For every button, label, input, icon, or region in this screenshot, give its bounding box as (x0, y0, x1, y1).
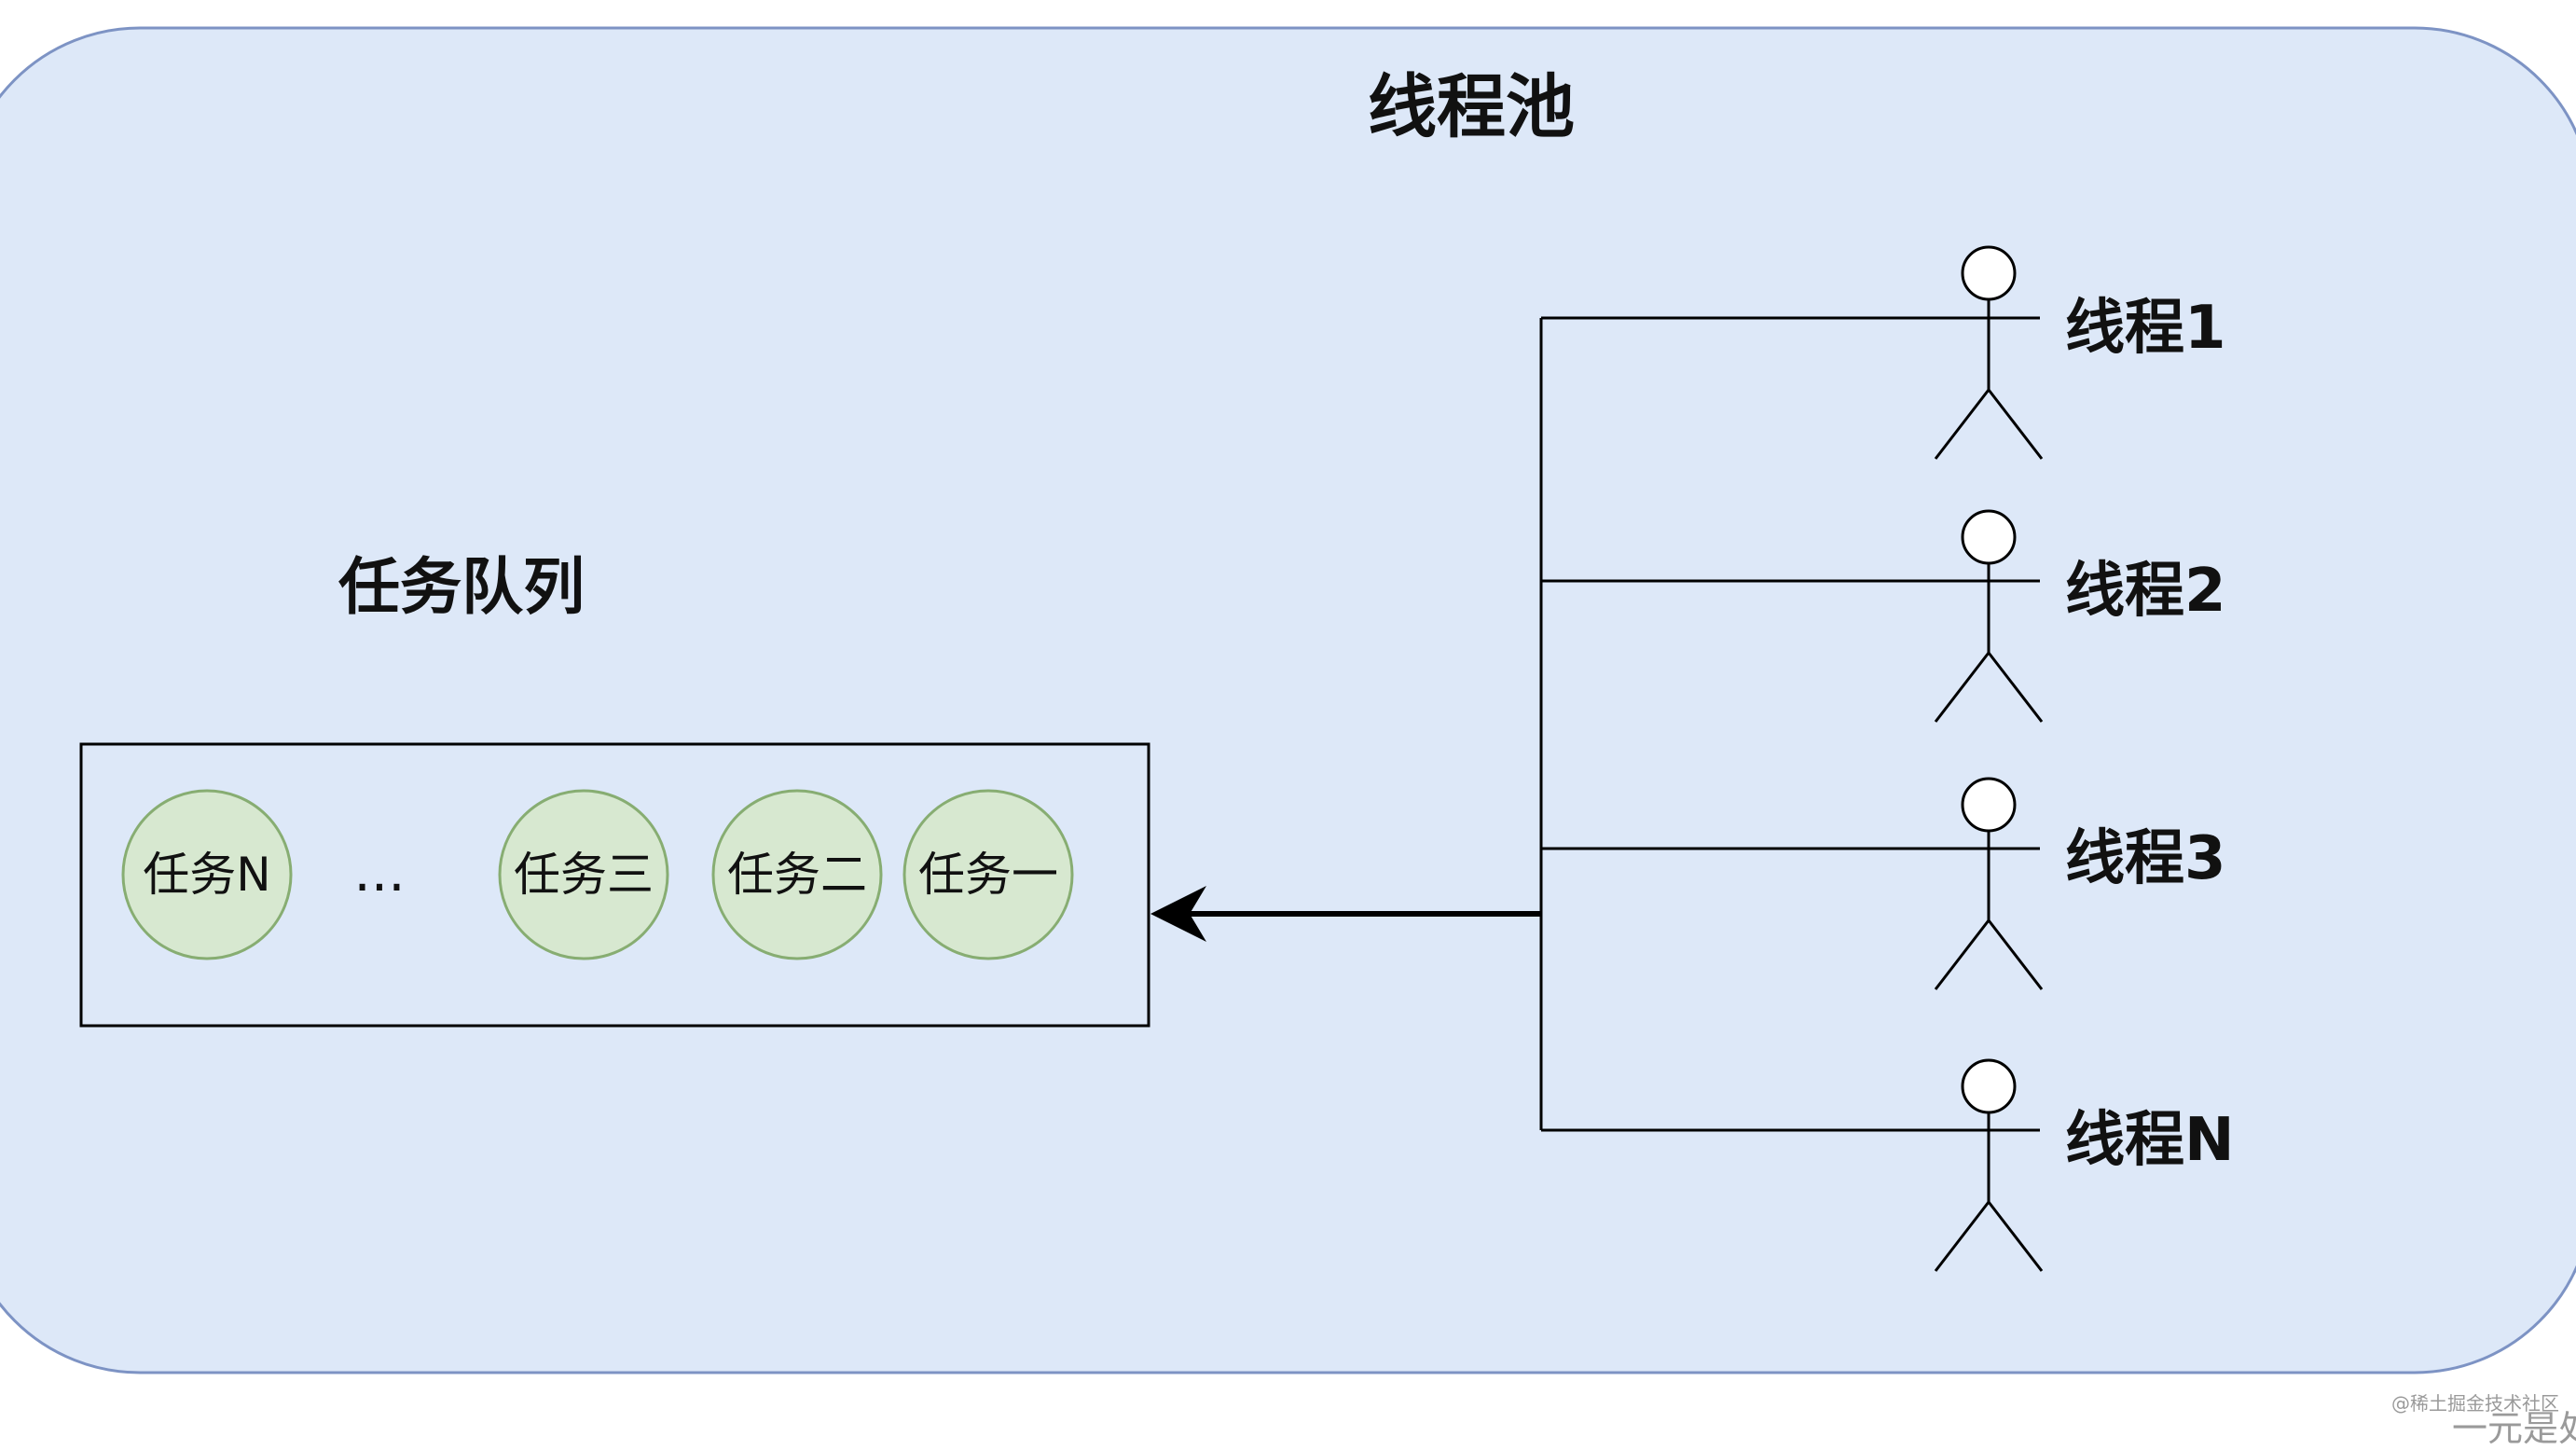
person-icon (1934, 509, 2044, 723)
task-label: 任务二 (727, 848, 867, 902)
thread-3: 线程3 (1934, 777, 2226, 990)
thread-connector (1539, 316, 1991, 1132)
task-item-1: 任务一 (902, 789, 1074, 960)
thread-n: 线程N (1934, 1058, 2235, 1272)
thread-label: 线程N (2065, 1106, 2235, 1175)
thread-label: 线程1 (2065, 294, 2226, 363)
person-icon (1934, 245, 2044, 460)
person-icon (1934, 1058, 2044, 1272)
task-circle (902, 789, 1074, 960)
task-circle (121, 789, 293, 960)
thread-2: 线程2 (1934, 509, 2226, 723)
task-item-2: 任务二 (711, 789, 883, 960)
thread-pool-container (0, 26, 2576, 1374)
task-label: 任务一 (918, 848, 1058, 902)
thread-label: 线程2 (2065, 557, 2226, 626)
task-ellipsis: ... (353, 840, 405, 904)
pool-title: 线程池 (1368, 67, 1575, 147)
thread-label: 线程3 (2065, 824, 2226, 893)
watermark-line-2: 一元是处! (2452, 1408, 2576, 1449)
task-item-n: 任务N (121, 789, 293, 960)
task-label: 任务N (143, 848, 270, 902)
task-queue-box (79, 742, 1150, 1028)
task-label: 任务三 (514, 848, 654, 902)
task-circle (711, 789, 883, 960)
person-icon (1934, 777, 2044, 990)
task-circle (498, 789, 669, 960)
task-item-3: 任务三 (498, 789, 669, 960)
watermark-line-1: @稀土掘金技术社区 (2391, 1392, 2559, 1415)
queue-label: 任务队列 (338, 551, 585, 623)
thread-1: 线程1 (1934, 245, 2226, 460)
